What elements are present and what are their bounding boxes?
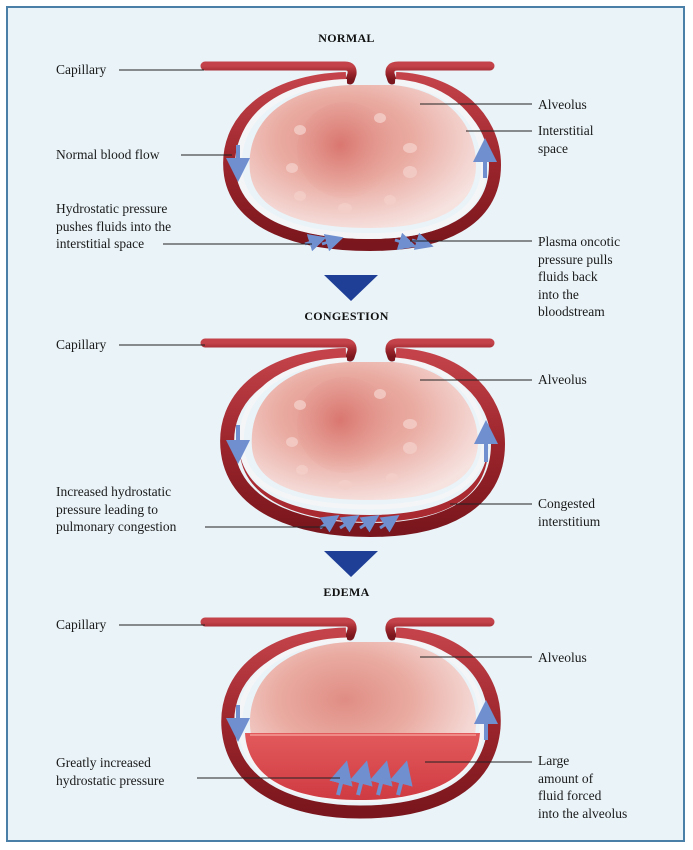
capillary-top-left bbox=[200, 338, 357, 362]
label-interstitial-space: Interstitial space bbox=[538, 123, 594, 156]
capillary-wall bbox=[221, 627, 501, 819]
triangle-down-icon bbox=[324, 275, 378, 301]
label-greatly-increased-hydrostatic-pressure: Greatly increased hydrostatic pressure bbox=[56, 755, 165, 788]
leader-lines bbox=[119, 69, 532, 245]
panel-heading-congestion: CONGESTION bbox=[304, 309, 389, 323]
interstitial-space bbox=[238, 357, 487, 510]
capillary-top-right bbox=[385, 338, 495, 362]
alveolar-cells bbox=[286, 113, 417, 213]
label-capillary: Capillary bbox=[56, 617, 107, 632]
label-capillary: Capillary bbox=[56, 62, 107, 77]
label-congested-interstitium: Congested interstitium bbox=[538, 496, 601, 529]
capillary-top-right bbox=[385, 617, 495, 641]
triangle-down-icon bbox=[324, 551, 378, 577]
alveolus-core bbox=[297, 102, 393, 198]
normal-panel bbox=[119, 61, 532, 252]
capillary-top-left bbox=[200, 617, 357, 641]
panel-heading-edema: EDEMA bbox=[323, 585, 370, 599]
label-alveolus: Alveolus bbox=[538, 650, 587, 665]
label-plasma-oncotic-pressure: Plasma oncotic pressure pulls fluids bac… bbox=[538, 234, 621, 319]
label-alveolus: Alveolus bbox=[538, 372, 587, 387]
label-hydrostatic-pressure: Hydrostatic pressure pushes fluids into … bbox=[56, 201, 172, 251]
label-capillary: Capillary bbox=[56, 337, 107, 352]
capillary-wall bbox=[223, 72, 502, 252]
alveolus-core bbox=[297, 377, 393, 473]
edema-panel bbox=[119, 617, 532, 819]
pressure-arrows bbox=[329, 760, 413, 796]
label-normal-blood-flow: Normal blood flow bbox=[56, 147, 160, 162]
capillary-top-right bbox=[385, 61, 495, 85]
label-increased-hydrostatic-pressure: Increased hydrostatic pressure leading t… bbox=[56, 484, 177, 534]
capillary-top-left bbox=[200, 61, 357, 85]
label-alveolus: Alveolus bbox=[538, 97, 587, 112]
panel-heading-normal: NORMAL bbox=[318, 31, 375, 45]
congestion-panel bbox=[119, 338, 532, 538]
label-large-amount-of-fluid: Large amount of fluid forced into the al… bbox=[538, 753, 628, 821]
leader-lines bbox=[119, 624, 532, 779]
interstitial-space bbox=[237, 637, 485, 803]
leader-lines bbox=[119, 344, 532, 528]
alveolar-cells bbox=[286, 389, 417, 490]
